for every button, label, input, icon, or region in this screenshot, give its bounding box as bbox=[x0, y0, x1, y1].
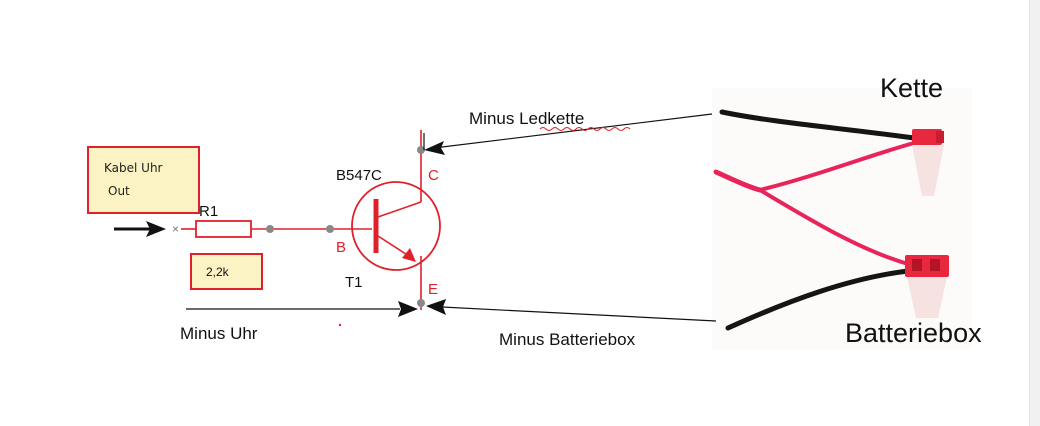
page-edge bbox=[1029, 0, 1040, 426]
transistor-type: B547C bbox=[336, 167, 382, 184]
transistor-ref: T1 bbox=[345, 274, 363, 291]
minus-batteriebox-label: Minus Batteriebox bbox=[499, 330, 636, 349]
pin-e-label: E bbox=[428, 281, 438, 298]
input-note-line2: Out bbox=[108, 184, 130, 198]
batteriebox-arrow bbox=[426, 299, 717, 322]
kette-label: Kette bbox=[880, 73, 943, 103]
battery-red-wire bbox=[758, 188, 910, 266]
pin-b-label: B bbox=[336, 239, 346, 256]
pin-c-label: C bbox=[428, 167, 439, 184]
resistor-r1 bbox=[195, 220, 252, 238]
minus-ledkette-label: Minus Ledkette bbox=[469, 109, 584, 128]
transistor-t1 bbox=[351, 181, 441, 271]
wire-photo bbox=[712, 88, 972, 350]
batteriebox-label: Batteriebox bbox=[845, 318, 982, 348]
kette-black-wire bbox=[719, 109, 917, 141]
emitter-junction-dot bbox=[417, 299, 425, 307]
input-terminal-mark: × bbox=[172, 222, 179, 236]
kette-connector bbox=[912, 129, 944, 196]
input-note: Kabel Uhr Out bbox=[87, 146, 200, 214]
junction-dot-2 bbox=[326, 225, 334, 233]
junction-dot-1 bbox=[266, 225, 274, 233]
spellcheck-underline bbox=[539, 127, 631, 131]
kette-red-wire bbox=[758, 141, 916, 192]
uhr-arrow bbox=[186, 301, 418, 317]
r1-label: R1 bbox=[199, 203, 218, 220]
battery-black-wire bbox=[725, 268, 911, 331]
stray-dot bbox=[338, 323, 342, 327]
input-note-line1: Kabel Uhr bbox=[104, 161, 163, 175]
red-stub-wire bbox=[713, 169, 763, 193]
minus-uhr-label: Minus Uhr bbox=[180, 324, 258, 343]
input-arrow bbox=[114, 221, 166, 237]
r1-value: 2,2k bbox=[206, 265, 230, 279]
battery-connector bbox=[905, 255, 949, 318]
r1-value-note: 2,2k bbox=[190, 253, 263, 290]
collector-junction-dot bbox=[417, 146, 425, 154]
